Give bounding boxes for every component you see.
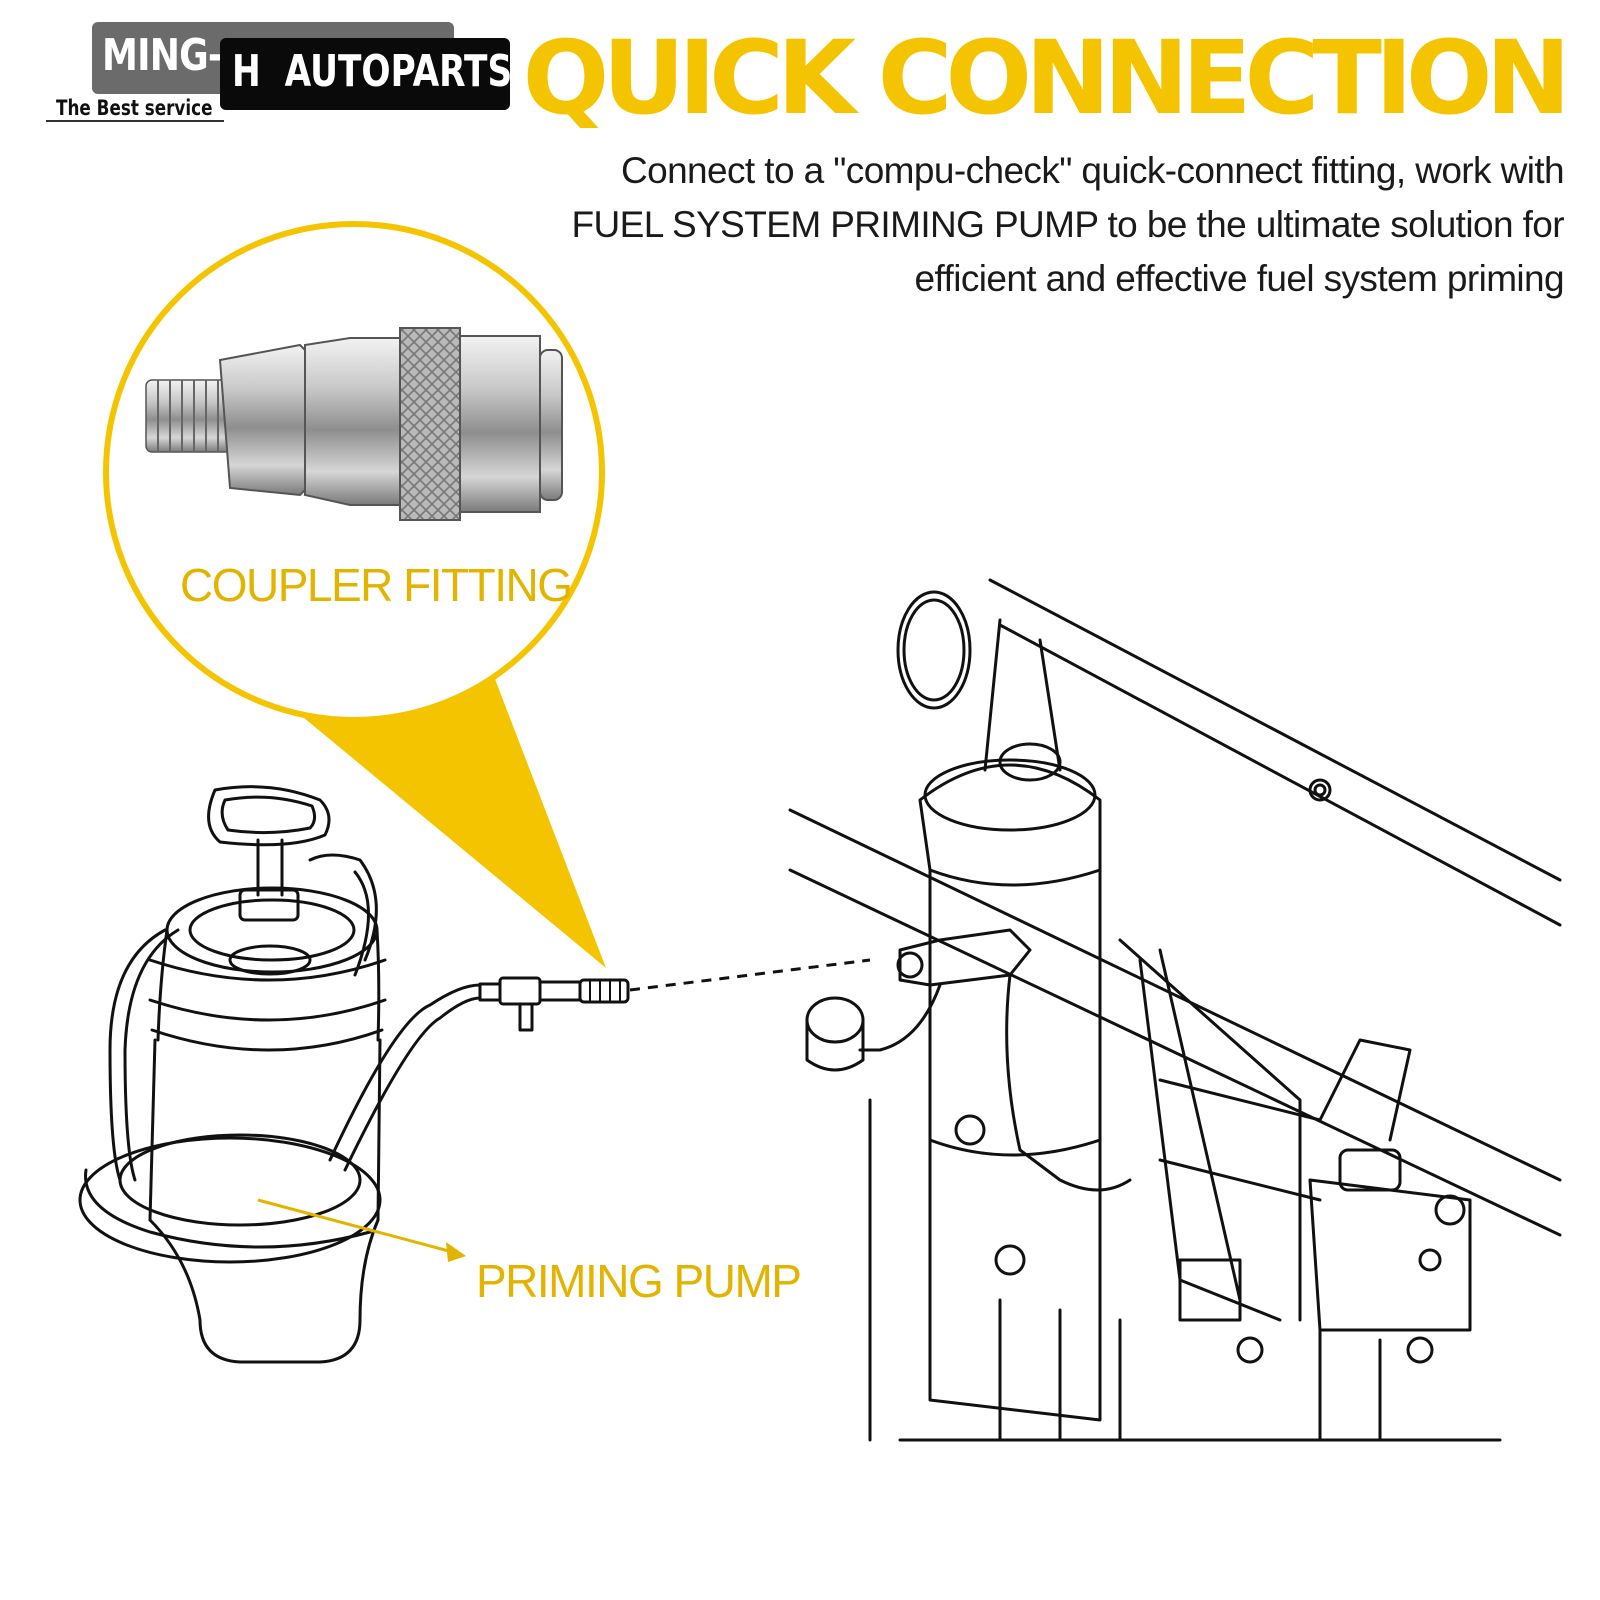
priming-pump-label: PRIMING PUMP <box>476 1255 802 1307</box>
connection-dashed-line <box>629 958 871 992</box>
logo-black-plate <box>220 38 510 110</box>
brand-logo: MING- H AUTOPARTS The Best service <box>40 22 513 132</box>
logo-underline <box>46 120 224 122</box>
coupler-fitting-label: COUPLER FITTING <box>180 559 573 611</box>
priming-pump-drawing <box>78 785 630 1364</box>
description-line-3: efficient and effective fuel system prim… <box>914 258 1565 299</box>
logo-name-part2: H AUTOPARTS <box>232 46 513 97</box>
logo-name-part1: MING- <box>102 30 223 81</box>
logo-tagline: The Best service <box>56 96 213 120</box>
callout-cone <box>210 640 606 968</box>
description-line-1: Connect to a "compu-check" quick-connect… <box>620 150 1565 191</box>
coupler-fitting-image <box>145 327 563 521</box>
description-line-2: FUEL SYSTEM PRIMING PUMP to be the ultim… <box>571 204 1565 245</box>
pump-callout-arrow <box>257 1198 466 1262</box>
page-title: QUICK CONNECTION <box>522 19 1571 138</box>
engine-drawing <box>788 578 1562 1442</box>
description-text: Connect to a "compu-check" quick-connect… <box>484 144 1565 306</box>
